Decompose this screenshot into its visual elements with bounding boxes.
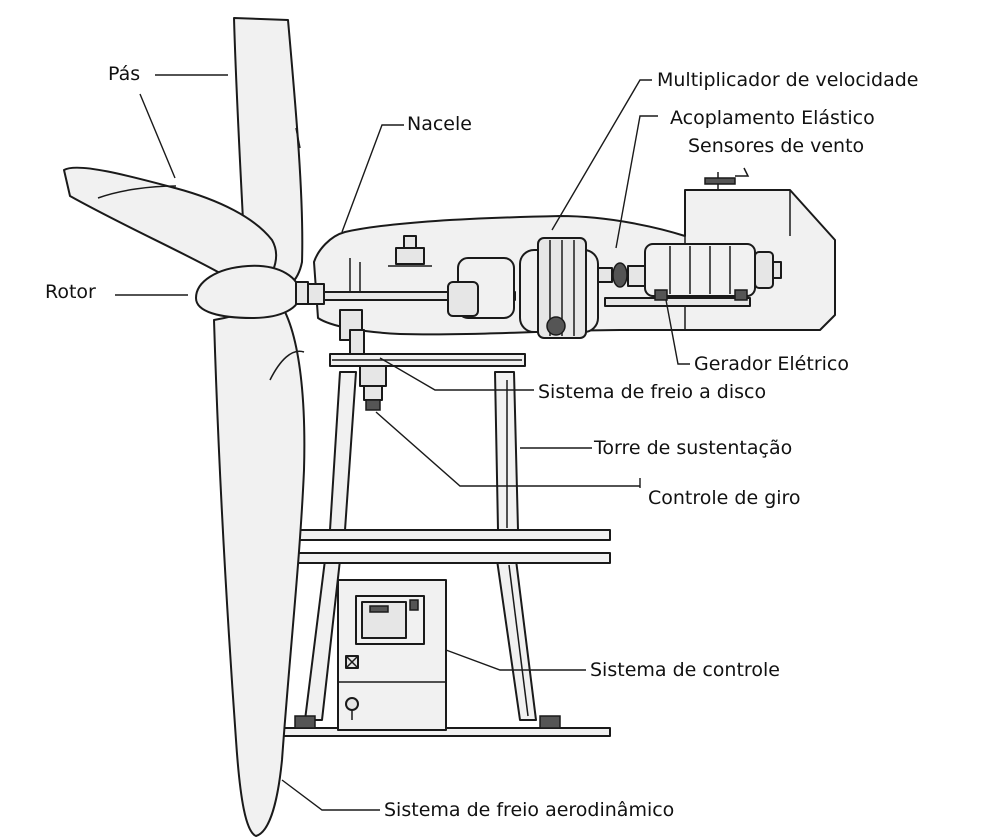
- rotor-blades: [63, 17, 309, 837]
- label-freio-aero: Sistema de freio aerodinâmico: [384, 799, 674, 821]
- labels: Pás Rotor Nacele Multiplicador de veloci…: [45, 63, 919, 821]
- label-rotor: Rotor: [45, 281, 96, 303]
- label-acoplamento: Acoplamento Elástico: [670, 107, 875, 129]
- label-sensores: Sensores de vento: [688, 135, 864, 157]
- label-nacele: Nacele: [407, 113, 472, 135]
- label-pas: Pás: [108, 63, 140, 85]
- label-torre: Torre de sustentação: [593, 437, 792, 459]
- label-freio-disco: Sistema de freio a disco: [538, 381, 766, 403]
- label-multiplicador: Multiplicador de velocidade: [657, 69, 919, 91]
- nacelle: [304, 167, 836, 411]
- label-sistema-controle: Sistema de controle: [590, 659, 780, 681]
- label-gerador: Gerador Elétrico: [694, 353, 849, 375]
- leader-lines: [115, 74, 690, 811]
- label-controle-giro: Controle de giro: [648, 487, 801, 509]
- control-cabinet: [337, 579, 447, 731]
